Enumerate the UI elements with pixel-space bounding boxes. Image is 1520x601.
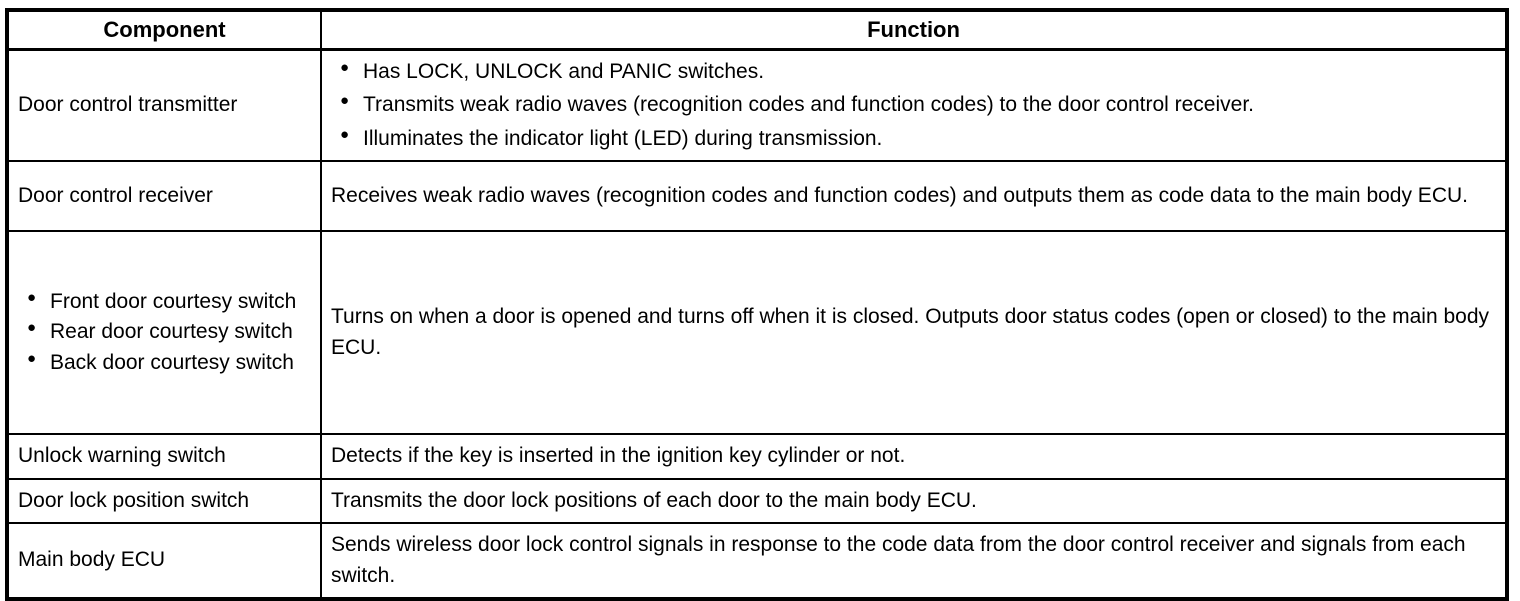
- list-item: ● Has LOCK, UNLOCK and PANIC switches.: [331, 57, 1495, 87]
- function-text: Transmits the door lock positions of eac…: [331, 488, 977, 512]
- bullet-icon: ●: [340, 125, 350, 143]
- function-bullet-list: ● Has LOCK, UNLOCK and PANIC switches. ●…: [331, 57, 1495, 154]
- component-label: Main body ECU: [18, 548, 166, 572]
- component-bullet-text: Rear door courtesy switch: [50, 320, 293, 344]
- list-item: ● Back door courtesy switch: [18, 348, 310, 378]
- list-item: ● Transmits weak radio waves (recognitio…: [331, 90, 1495, 120]
- component-bullet-list: ● Front door courtesy switch ● Rear door…: [18, 287, 310, 378]
- table-header-row: Component Function: [6, 8, 1508, 51]
- bullet-icon: ●: [27, 349, 37, 367]
- component-label: Door control transmitter: [18, 93, 238, 117]
- function-text: Detects if the key is inserted in the ig…: [331, 444, 906, 468]
- component-cell: Door lock position switch: [6, 477, 322, 525]
- bullet-icon: ●: [27, 319, 37, 337]
- table-row: Door control receiver Receives weak radi…: [6, 160, 1508, 233]
- table-row: Unlock warning switch Detects if the key…: [6, 433, 1508, 480]
- component-label: Door lock position switch: [18, 488, 250, 512]
- function-cell: Turns on when a door is opened and turns…: [320, 230, 1508, 436]
- bullet-icon: ●: [27, 289, 37, 307]
- list-item: ● Illuminates the indicator light (LED) …: [331, 124, 1495, 154]
- function-bullet-text: Has LOCK, UNLOCK and PANIC switches.: [363, 59, 765, 83]
- component-cell: Door control receiver: [6, 160, 322, 233]
- component-function-table: Component Function Door control transmit…: [5, 8, 1509, 601]
- component-label: Unlock warning switch: [18, 444, 226, 468]
- bullet-icon: ●: [340, 58, 350, 76]
- function-cell: Transmits the door lock positions of eac…: [320, 477, 1508, 525]
- component-cell: Door control transmitter: [6, 48, 322, 163]
- function-text: Turns on when a door is opened and turns…: [331, 305, 1490, 359]
- table-row: Main body ECU Sends wireless door lock c…: [6, 522, 1508, 600]
- component-cell: ● Front door courtesy switch ● Rear door…: [6, 230, 322, 436]
- component-cell: Unlock warning switch: [6, 433, 322, 480]
- component-bullet-text: Back door courtesy switch: [50, 350, 294, 374]
- function-cell: ● Has LOCK, UNLOCK and PANIC switches. ●…: [320, 48, 1508, 163]
- bullet-icon: ●: [340, 92, 350, 110]
- function-text: Receives weak radio waves (recognition c…: [331, 183, 1468, 207]
- function-cell: Detects if the key is inserted in the ig…: [320, 433, 1508, 480]
- component-label: Door control receiver: [18, 183, 213, 207]
- component-function-table-wrap: Component Function Door control transmit…: [5, 8, 1509, 601]
- table-row: Door control transmitter ● Has LOCK, UNL…: [6, 48, 1508, 163]
- component-cell: Main body ECU: [6, 522, 322, 600]
- function-cell: Sends wireless door lock control signals…: [320, 522, 1508, 600]
- table-row: ● Front door courtesy switch ● Rear door…: [6, 230, 1508, 436]
- component-bullet-text: Front door courtesy switch: [50, 290, 297, 314]
- function-cell: Receives weak radio waves (recognition c…: [320, 160, 1508, 233]
- function-column-header: Function: [320, 8, 1508, 51]
- function-bullet-text: Transmits weak radio waves (recognition …: [363, 93, 1255, 117]
- component-column-header: Component: [6, 8, 322, 51]
- list-item: ● Front door courtesy switch: [18, 287, 310, 317]
- function-text: Sends wireless door lock control signals…: [331, 533, 1466, 587]
- function-bullet-text: Illuminates the indicator light (LED) du…: [363, 126, 883, 150]
- table-row: Door lock position switch Transmits the …: [6, 477, 1508, 525]
- list-item: ● Rear door courtesy switch: [18, 317, 310, 347]
